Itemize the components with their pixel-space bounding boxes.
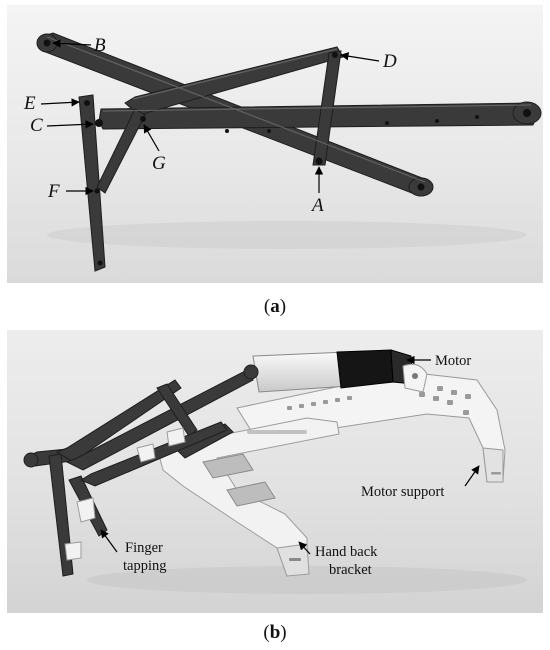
- label-hand-back-bracket-line1: Hand back: [315, 544, 378, 560]
- panel-a-render: B D E C G F A: [7, 5, 543, 283]
- arrow-e: [40, 98, 80, 107]
- label-motor-support: Motor support: [361, 484, 444, 500]
- arrow-g: [143, 124, 160, 152]
- linkage-render-a: B D E C G F A: [23, 32, 542, 272]
- hand-back-bracket-part: [156, 417, 340, 577]
- label-a: A: [310, 195, 324, 216]
- caption-b: (b): [0, 622, 550, 644]
- arrow-d: [340, 52, 380, 62]
- joint-holes-a: [43, 39, 531, 266]
- arrow-hand-back-bracket: [298, 541, 311, 555]
- panel-b-render: Motor Motor support Finger tapping Hand …: [7, 330, 543, 613]
- caption-a: (a): [0, 296, 550, 318]
- label-finger-tapping-line2: tapping: [123, 558, 167, 574]
- motor-support-part: [236, 371, 506, 483]
- label-b: B: [94, 35, 106, 56]
- label-motor: Motor: [435, 353, 471, 369]
- label-hand-back-bracket-line2: bracket: [329, 562, 372, 578]
- arrow-b: [52, 39, 92, 48]
- caption-b-open: (: [263, 622, 270, 643]
- arrow-motor-support: [464, 465, 480, 487]
- linkage-bars-a: [36, 32, 542, 272]
- finger-clips-b: [64, 427, 186, 561]
- caption-a-close: ): [279, 296, 287, 317]
- label-d: D: [382, 51, 397, 72]
- caption-b-letter: b: [269, 622, 281, 643]
- caption-a-letter: a: [270, 296, 280, 317]
- exoskeleton-render-b: Motor Motor support Finger tapping Hand …: [23, 349, 527, 594]
- linkage-bars-b: [23, 364, 259, 577]
- caption-b-close: ): [280, 622, 287, 643]
- caption-a-open: (: [263, 296, 271, 317]
- label-f: F: [47, 181, 60, 202]
- label-c: C: [30, 115, 43, 136]
- label-g: G: [152, 153, 166, 174]
- arrow-finger-tapping: [100, 529, 118, 553]
- label-e: E: [23, 93, 36, 114]
- arrow-c: [46, 120, 94, 129]
- motor-part: [252, 349, 428, 393]
- label-finger-tapping-line1: Finger: [125, 540, 163, 556]
